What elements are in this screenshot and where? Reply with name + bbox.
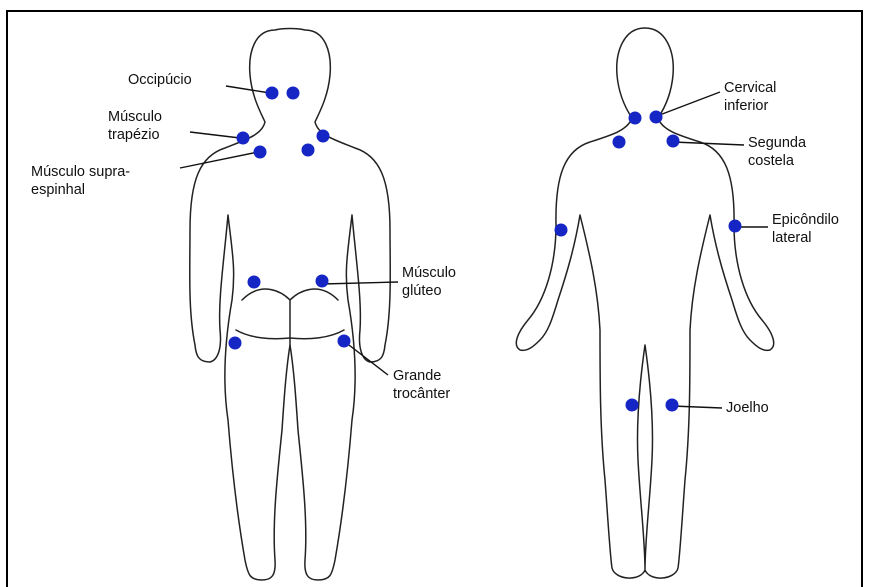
label-trapezio: Músculo trapézio	[108, 108, 162, 144]
point-occiput-right	[287, 87, 300, 100]
point-rib-left	[613, 136, 626, 149]
point-trochanter-left	[229, 337, 242, 350]
point-rib-right	[667, 135, 680, 148]
point-epicondyle-right	[729, 220, 742, 233]
point-epicondyle-left	[555, 224, 568, 237]
label-joelho: Joelho	[726, 399, 769, 417]
label-occipucio: Occipúcio	[128, 71, 192, 89]
point-occiput-left	[266, 87, 279, 100]
point-gluteal-left	[248, 276, 261, 289]
label-costela: Segunda costela	[748, 134, 806, 170]
point-supraspinatus-right	[302, 144, 315, 157]
point-trapezius-right	[317, 130, 330, 143]
tender-points	[229, 87, 742, 412]
back-view-figure	[190, 29, 391, 581]
label-gluteo: Músculo glúteo	[402, 264, 456, 300]
point-cervical-right	[650, 111, 663, 124]
label-supraespinhal: Músculo supra- espinhal	[31, 163, 130, 199]
point-gluteal-right	[316, 275, 329, 288]
point-trapezius-left	[237, 132, 250, 145]
label-epicondilo: Epicôndilo lateral	[772, 211, 839, 247]
point-trochanter-right	[338, 335, 351, 348]
point-supraspinatus-left	[254, 146, 267, 159]
label-cervical: Cervical inferior	[724, 79, 776, 115]
point-cervical-left	[629, 112, 642, 125]
label-trocanter: Grande trocânter	[393, 367, 450, 403]
point-knee-left	[626, 399, 639, 412]
point-knee-right	[666, 399, 679, 412]
